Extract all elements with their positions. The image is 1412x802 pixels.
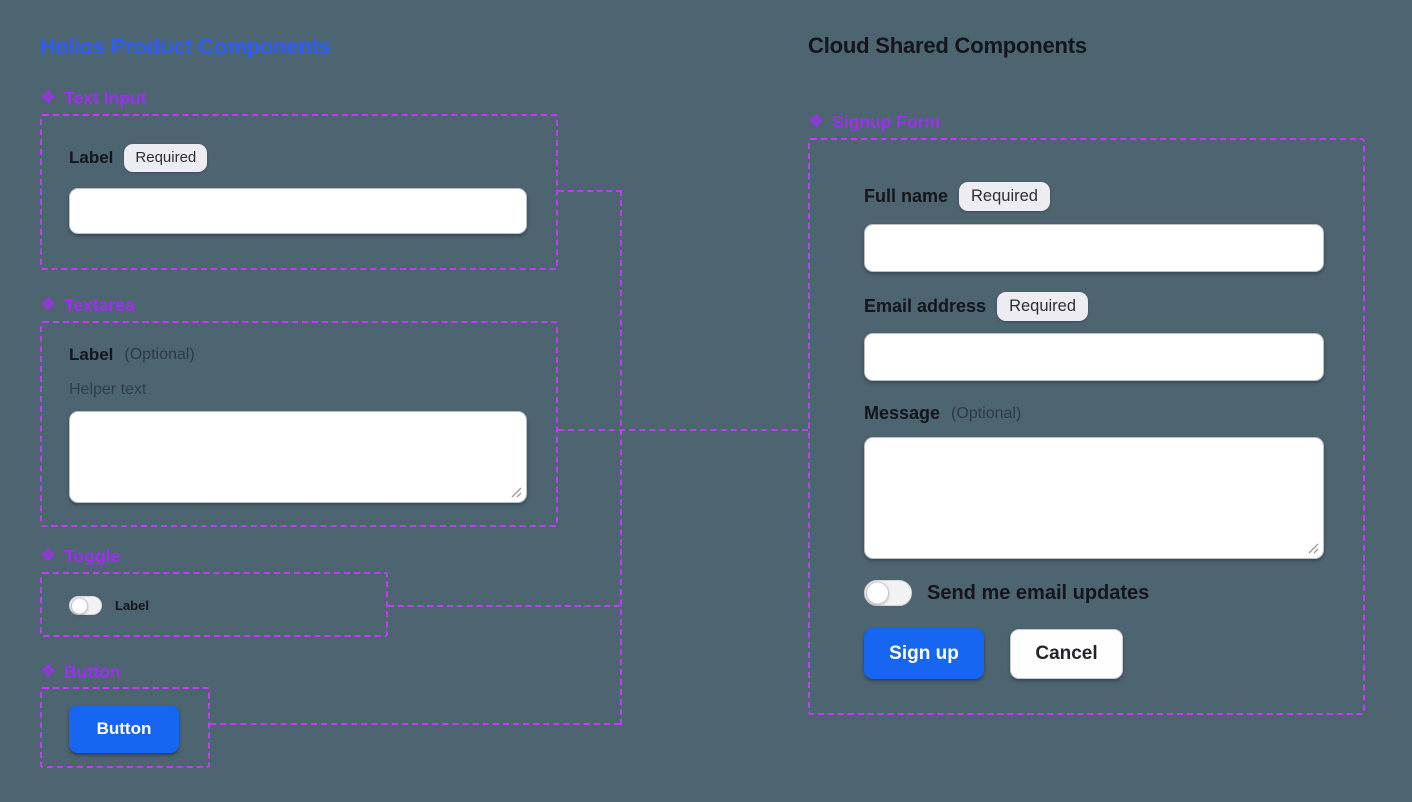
toggle-label: Label <box>115 598 149 613</box>
full-name-label-row: Full name Required <box>864 182 1050 212</box>
helper-text: Helper text <box>69 381 147 398</box>
connector-text-input <box>558 190 622 192</box>
component-heading-button: ❖ Button <box>40 662 121 683</box>
message-textarea[interactable] <box>864 437 1324 559</box>
email-label-row: Email address Required <box>864 292 1089 322</box>
required-badge: Required <box>124 144 208 172</box>
message-label: Message <box>864 403 941 423</box>
sample-button[interactable]: Button <box>69 705 179 753</box>
full-name-label: Full name <box>864 186 949 207</box>
component-heading-label: Button <box>64 662 121 682</box>
component-heading-label: Signup Form <box>832 112 941 132</box>
field-label: Label <box>69 147 114 167</box>
text-input-field[interactable] <box>69 188 527 234</box>
full-name-input[interactable] <box>864 224 1324 272</box>
toggle-row: Label <box>69 596 149 615</box>
component-diamond-icon: ❖ <box>40 86 57 108</box>
message-textarea-wrap <box>864 437 1324 559</box>
frame-textarea: Label (Optional) Helper text <box>40 321 558 527</box>
toggle-knob <box>70 597 88 614</box>
full-name-input-wrap <box>864 224 1324 272</box>
frame-button: Button <box>40 687 210 768</box>
component-heading-label: Textarea <box>64 295 135 315</box>
required-badge: Required <box>997 292 1089 322</box>
optional-hint: (Optional) <box>951 404 1022 422</box>
optional-hint: (Optional) <box>124 346 195 363</box>
frame-toggle: Label <box>40 572 388 637</box>
form-actions-row: Sign up Cancel <box>864 628 1123 679</box>
toggle-knob <box>865 581 889 605</box>
email-updates-toggle[interactable] <box>864 580 912 606</box>
component-diamond-icon: ❖ <box>40 660 57 682</box>
component-diamond-icon: ❖ <box>40 544 57 566</box>
email-updates-toggle-row: Send me email updates <box>864 580 1149 606</box>
component-diamond-icon: ❖ <box>808 110 825 132</box>
connector-toggle <box>388 605 620 607</box>
cancel-button[interactable]: Cancel <box>1010 628 1123 679</box>
right-panel-title: Cloud Shared Components <box>808 33 1087 58</box>
textarea-label-row: Label (Optional) <box>69 345 195 365</box>
connector-bus <box>620 190 622 725</box>
resize-handle-icon[interactable] <box>1308 543 1319 554</box>
email-updates-label: Send me email updates <box>927 581 1150 604</box>
component-heading-label: Text Input <box>64 88 147 108</box>
sign-up-button[interactable]: Sign up <box>864 628 984 679</box>
connector-button <box>210 723 620 725</box>
email-input-wrap <box>864 333 1324 381</box>
frame-text-input: Label Required <box>40 114 558 270</box>
text-input-label-row: Label Required <box>69 144 208 172</box>
message-label-row: Message (Optional) <box>864 403 1021 424</box>
component-heading-toggle: ❖ Toggle <box>40 546 120 567</box>
email-label: Email address <box>864 296 987 317</box>
component-heading-textarea: ❖ Textarea <box>40 295 135 316</box>
textarea-field-wrap <box>69 411 527 503</box>
frame-signup-form: Full name Required Email address Require… <box>808 138 1365 715</box>
resize-handle-icon[interactable] <box>511 487 522 498</box>
text-input-field-wrap <box>69 188 527 234</box>
left-panel-title: Helios Product Components <box>40 34 331 59</box>
textarea-field[interactable] <box>69 411 527 503</box>
component-heading-signup-form: ❖ Signup Form <box>808 112 940 133</box>
toggle-switch[interactable] <box>69 596 102 615</box>
field-label: Label <box>69 345 114 364</box>
connector-textarea-to-form <box>558 429 808 431</box>
component-heading-text-input: ❖ Text Input <box>40 88 146 109</box>
component-heading-label: Toggle <box>64 546 121 566</box>
required-badge: Required <box>959 182 1050 212</box>
component-diamond-icon: ❖ <box>40 293 57 315</box>
email-input[interactable] <box>864 333 1324 381</box>
